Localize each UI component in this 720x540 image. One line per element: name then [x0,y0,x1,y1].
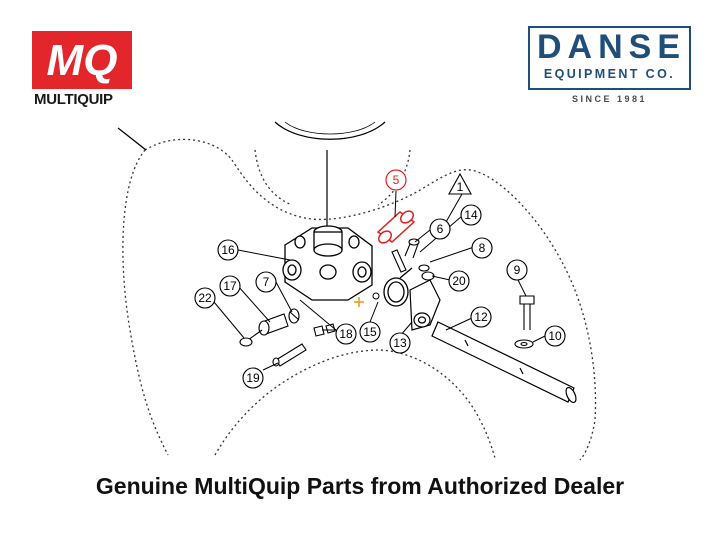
leader-lines [213,190,546,371]
callout-12: 12 [470,306,492,328]
mq-mark-letters: MQ [47,36,118,85]
svg-text:19: 19 [246,371,260,385]
valve-body [282,225,373,301]
svg-text:20: 20 [452,274,466,288]
callout-13: 13 [389,332,411,354]
callout-5: 5 [385,169,407,191]
svg-text:6: 6 [437,222,444,236]
danse-since: SINCE 1981 [571,94,648,104]
pin-part [391,249,407,273]
svg-text:16: 16 [221,243,235,257]
multiquip-wordmark: MULTIQUIP [34,91,113,108]
danse-logo: DANSE EQUIPMENT CO. SINCE 1981 [528,26,695,108]
svg-text:18: 18 [339,327,353,341]
svg-text:8: 8 [479,241,486,255]
callout-1: 1 [448,172,472,195]
danse-subtitle: EQUIPMENT CO. [543,67,676,81]
callout-15: 15 [359,321,381,343]
callout-10: 10 [544,325,566,347]
highlighted-sleeve-part [376,210,416,244]
svg-text:22: 22 [198,291,212,305]
callout-19: 19 [242,367,264,389]
callout-6: 6 [429,218,451,240]
svg-text:10: 10 [548,329,562,343]
shaft-part [431,321,577,404]
callout-7: 7 [255,271,277,293]
danse-wordmark: DANSE [536,28,687,66]
callout-17: 17 [219,275,241,297]
svg-text:7: 7 [263,275,270,289]
danse-logo-frame [528,26,691,90]
center-marker [354,297,364,307]
svg-text:1: 1 [457,180,464,194]
svg-text:13: 13 [393,336,407,350]
bolt-part [514,295,535,349]
long-screw-part [272,343,307,367]
spring-part [383,267,413,307]
callout-16: 16 [217,239,239,261]
knob-part [239,313,289,347]
screw-part [404,238,420,259]
callout-22: 22 [194,287,216,309]
fitting-part [288,308,300,324]
multiquip-logo: MQ MULTIQUIP [32,31,136,111]
nut-part [313,323,336,337]
callout-20: 20 [448,270,470,292]
callout-8: 8 [471,237,493,259]
mq-logo-mark: MQ [32,31,132,89]
footer-tagline: Genuine MultiQuip Parts from Authorized … [95,473,625,499]
callout-14: 14 [460,204,482,226]
svg-text:12: 12 [474,310,488,324]
svg-text:15: 15 [363,325,377,339]
callout-18: 18 [335,323,357,345]
svg-text:5: 5 [393,173,400,187]
svg-text:14: 14 [464,208,478,222]
callout-9: 9 [506,259,528,281]
svg-text:9: 9 [514,263,521,277]
lever-part [409,279,441,331]
svg-text:17: 17 [223,279,237,293]
